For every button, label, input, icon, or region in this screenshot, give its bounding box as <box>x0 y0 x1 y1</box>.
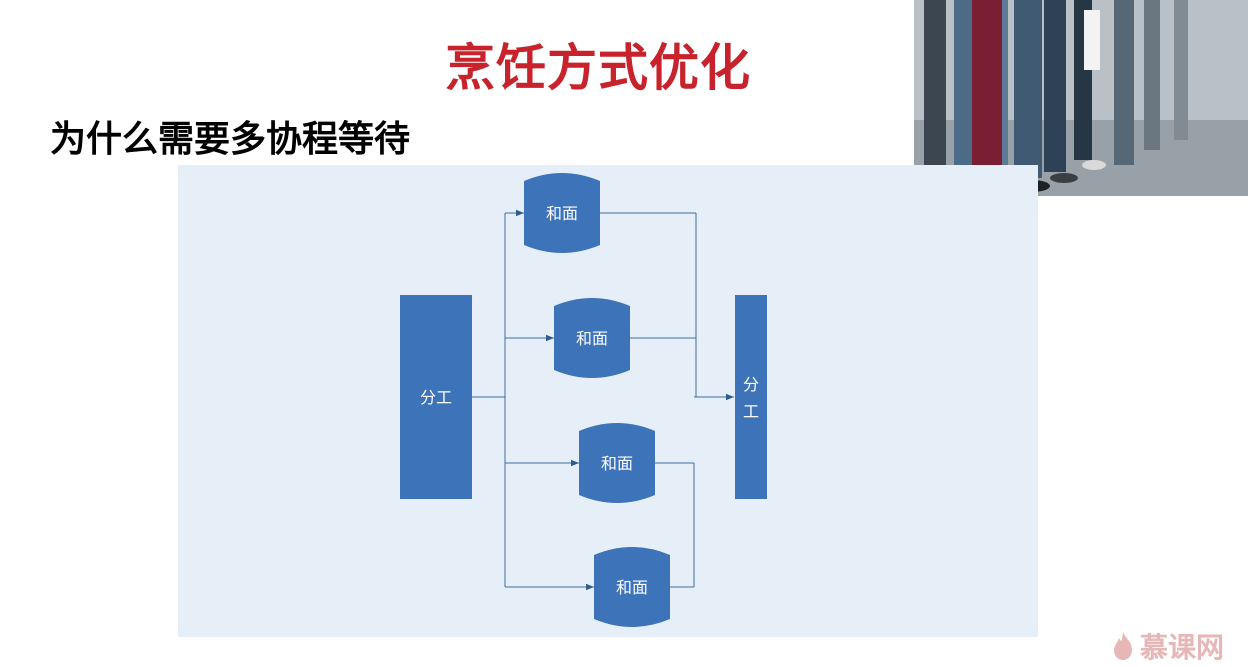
watermark-logo: 慕课网 <box>1112 628 1224 664</box>
sink-node: 分 工 <box>735 295 767 499</box>
source-node: 分工 <box>400 295 472 499</box>
task-label: 和面 <box>546 204 578 223</box>
task-label: 和面 <box>616 578 648 597</box>
task-label: 和面 <box>601 454 633 473</box>
task-label: 和面 <box>576 329 608 348</box>
fan-in-connectors <box>600 212 734 588</box>
source-node-label: 分工 <box>420 388 452 407</box>
task-node: 和面 <box>524 173 600 253</box>
task-node: 和面 <box>594 547 670 627</box>
task-node: 和面 <box>579 423 655 503</box>
flowchart-panel: 分工 分 工 和面 <box>178 165 1038 637</box>
fan-out-connectors <box>472 209 594 591</box>
watermark-text: 慕课网 <box>1140 631 1225 664</box>
task-node: 和面 <box>554 298 630 378</box>
slide-title: 烹饪方式优化 <box>445 39 751 97</box>
slide-subtitle: 为什么需要多协程等待 <box>50 119 411 160</box>
crowd-photo <box>914 0 1248 196</box>
sink-node-label-1: 分 <box>743 375 759 394</box>
sink-node-label-2: 工 <box>743 402 759 421</box>
flame-icon <box>1114 632 1132 660</box>
